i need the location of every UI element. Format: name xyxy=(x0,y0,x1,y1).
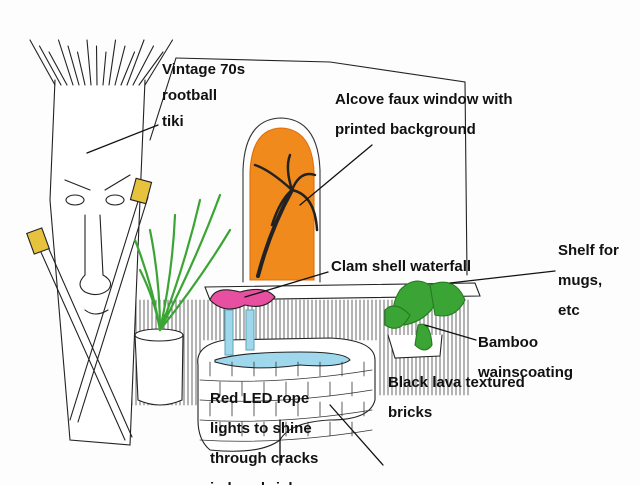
label-line: lights to shine xyxy=(210,420,312,437)
label-line: Black lava textured xyxy=(388,374,525,391)
label-line: through cracks xyxy=(210,450,319,467)
palm-fronds xyxy=(253,153,319,232)
label-line: bricks xyxy=(388,404,433,421)
label-line: Red LED rope xyxy=(210,390,310,407)
label-red-led: Red LED rope lights to shine through cra… xyxy=(210,384,318,485)
label-line: tiki xyxy=(162,113,184,130)
label-line: Shelf for xyxy=(558,242,619,259)
label-line: in lava bricks xyxy=(210,474,318,485)
label-line: etc xyxy=(558,302,580,319)
label-shelf: Shelf for mugs, etc xyxy=(558,236,619,326)
potted-monstera-plant xyxy=(384,280,466,359)
label-lava-bricks: Black lava textured bricks xyxy=(388,368,525,428)
label-line: wainscoating xyxy=(478,364,574,381)
label-line: Bamboo xyxy=(478,334,538,351)
label-line: mugs, xyxy=(558,272,603,289)
label-line: Alcove faux window with xyxy=(335,91,513,108)
label-line: rootball xyxy=(162,87,217,104)
palm-tree-trunk xyxy=(256,188,294,278)
label-clam-shell: Clam shell waterfall xyxy=(331,252,471,282)
tiki-torches xyxy=(26,177,153,441)
label-tiki: Vintage 70s rootball tiki xyxy=(162,57,245,135)
potted-palm-plant xyxy=(133,193,232,406)
label-alcove-window: Alcove faux window with printed backgrou… xyxy=(335,85,513,145)
label-bamboo: Bamboo wainscoating xyxy=(478,328,573,388)
lava-brick-pond xyxy=(197,337,376,452)
faux-window xyxy=(242,117,321,283)
label-line: Clam shell waterfall xyxy=(331,258,472,275)
label-line: Vintage 70s xyxy=(162,61,246,78)
label-line: printed background xyxy=(335,121,476,138)
clam-shell-waterfall xyxy=(209,288,276,356)
annotation-leader-lines xyxy=(86,124,556,466)
